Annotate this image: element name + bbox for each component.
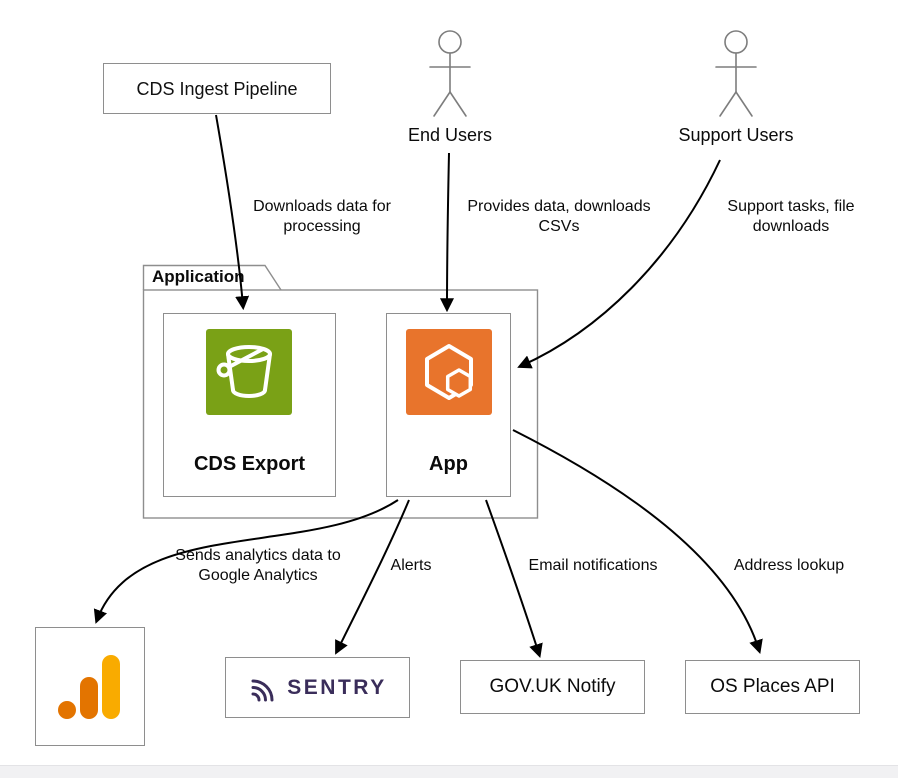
edge-label-alerts: Alerts <box>390 557 432 574</box>
edge-label-provides-data: Provides data, downloads CSVs <box>467 198 651 235</box>
application-group-label: Application <box>152 267 245 286</box>
end-users-label: End Users <box>407 125 493 145</box>
arrow-app-to-os-places <box>512 429 763 655</box>
os-places-api-label: OS Places API <box>710 676 835 697</box>
cds-export-label: CDS Export <box>193 453 306 475</box>
sentry-logo: SENTRY <box>248 673 386 703</box>
arrow-support-users-to-app <box>517 159 721 369</box>
govuk-notify-label: GOV.UK Notify <box>489 676 616 697</box>
edge-label-address-lookup: Address lookup <box>733 557 845 574</box>
ecs-icon-background <box>406 329 492 415</box>
edge-label-downloads-data: Downloads data for processing <box>253 198 391 235</box>
sentry-wave-icon <box>251 679 274 701</box>
aws-ecs-container-icon <box>406 329 492 415</box>
edge-label-support-tasks: Support tasks, file downloads <box>727 198 855 235</box>
sentry-label: SENTRY <box>287 675 387 699</box>
node-sentry: SENTRY <box>225 657 410 718</box>
arrow-app-to-govuk-notify <box>485 499 543 659</box>
ecs-inner-hexagon <box>445 368 473 398</box>
node-govuk-notify: GOV.UK Notify <box>460 660 645 714</box>
end-users-person-icon <box>429 30 471 117</box>
edge-label-email-notifications: Email notifications <box>528 557 658 574</box>
window-bottom-strip <box>0 765 898 778</box>
support-users-label: Support Users <box>678 125 794 145</box>
ga-bar-mid <box>80 677 98 719</box>
support-users-person-icon <box>715 30 757 117</box>
edge-label-analytics: Sends analytics data to Google Analytics <box>175 547 341 584</box>
google-analytics-icon <box>58 655 122 719</box>
aws-s3-bucket-icon <box>206 329 292 415</box>
ga-dot <box>58 701 76 719</box>
ga-bar-tall <box>102 655 120 719</box>
app-label: App <box>429 453 468 475</box>
node-os-places-api: OS Places API <box>685 660 860 714</box>
cds-ingest-pipeline-label: CDS Ingest Pipeline <box>136 78 298 99</box>
node-cds-ingest-pipeline: CDS Ingest Pipeline <box>103 63 331 114</box>
